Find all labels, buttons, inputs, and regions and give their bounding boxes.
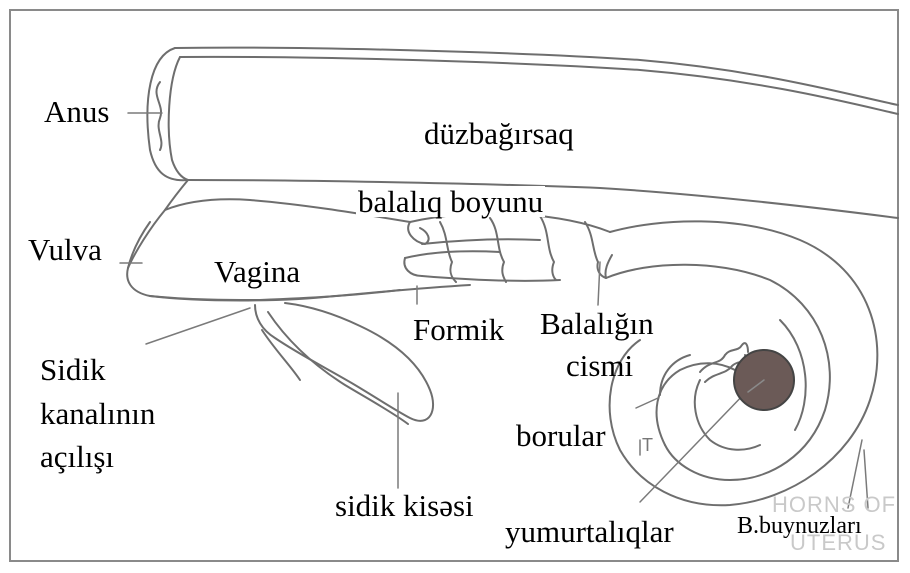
cervix-outline <box>404 213 610 282</box>
label-rectum: düzbağırsaq <box>424 118 574 149</box>
label-horns: B.buynuzları <box>737 514 862 538</box>
label-ovaries: yumurtalıqlar <box>505 516 674 547</box>
label-cervix: balalıq boyunu <box>356 186 545 217</box>
label-urethra-line3: açılışı <box>40 441 114 472</box>
label-vagina: Vagina <box>214 256 300 287</box>
label-anus: Anus <box>44 96 109 127</box>
label-tubes: borular <box>516 420 606 451</box>
label-bladder: sidik kisəsi <box>335 490 474 521</box>
label-urethra-line1: Sidik <box>40 354 105 385</box>
label-vulva: Vulva <box>28 234 102 265</box>
label-urethra-line2: kanalının <box>40 398 155 429</box>
bladder-outline <box>255 303 433 424</box>
label-fornix: Formik <box>413 314 504 345</box>
label-uterus-body-line2: cismi <box>566 350 633 381</box>
label-uterus-body-line1: Balalığın <box>540 308 654 339</box>
label-fragment-t: T <box>642 436 654 454</box>
leader-lines <box>120 113 868 508</box>
